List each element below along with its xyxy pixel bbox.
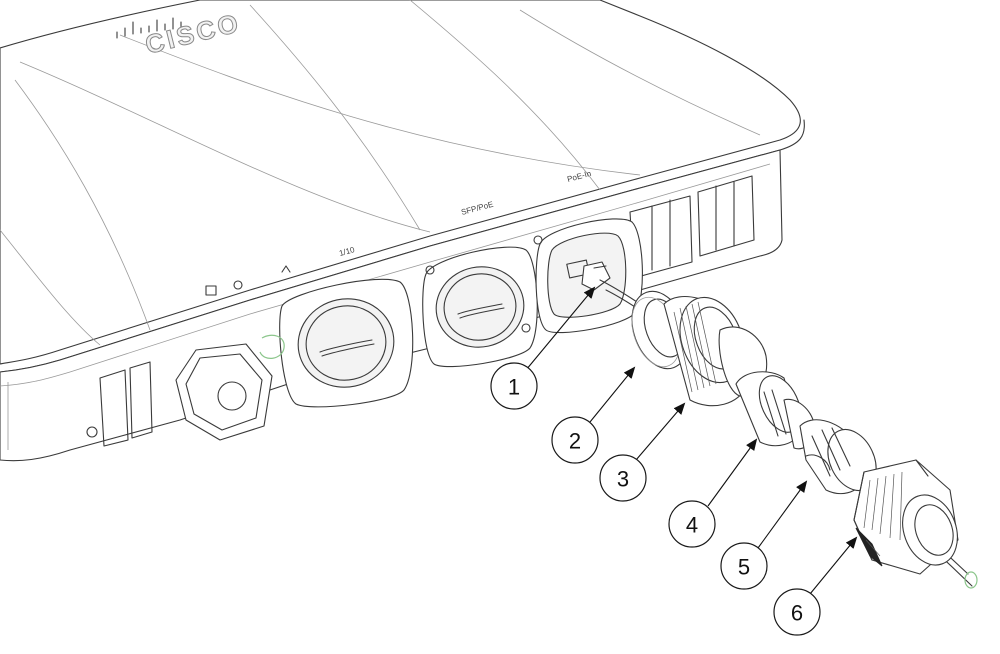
- callout-label: 2: [569, 429, 581, 454]
- callout-2: 2: [551, 416, 599, 464]
- callout-label: 6: [791, 601, 803, 626]
- callout-leader-5: [757, 480, 808, 549]
- callout-label: 3: [617, 467, 629, 492]
- callout-6: 6: [773, 588, 821, 636]
- part-3-threaded-body: [663, 296, 768, 407]
- callout-leader-1: [525, 286, 596, 371]
- callout-leader-2: [589, 366, 636, 423]
- protective-cap-left: [175, 334, 285, 441]
- part-6-hex-nut: [853, 459, 959, 575]
- callout-4: 4: [668, 500, 716, 548]
- callout-3: 3: [599, 454, 647, 502]
- sealed-port-middle: [422, 246, 538, 368]
- callout-label: 1: [508, 375, 520, 400]
- sealed-port-left: [279, 278, 414, 408]
- callout-leader-6: [809, 536, 858, 595]
- callout-label: 4: [686, 513, 698, 538]
- callout-leader-4: [707, 438, 758, 507]
- callout-1: 1: [490, 362, 538, 410]
- port-label-console: 1/10: [338, 245, 356, 258]
- callout-label: 5: [738, 555, 750, 580]
- callout-leader-3: [635, 402, 686, 461]
- callout-5: 5: [720, 542, 768, 590]
